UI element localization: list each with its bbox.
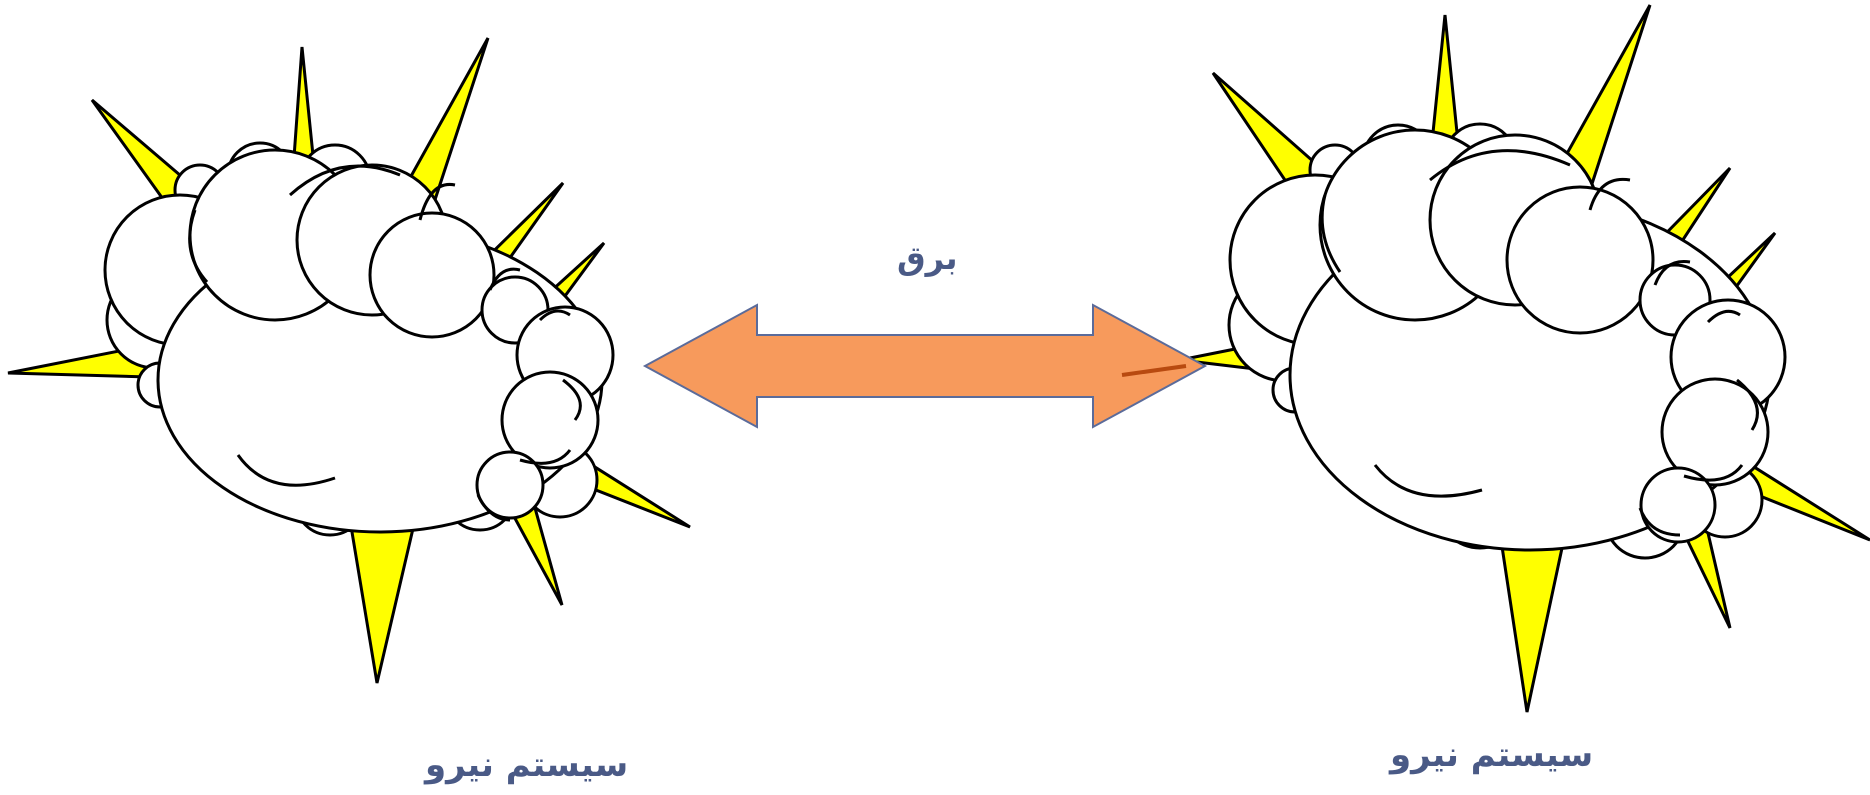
right-system-label: سیستم نیرو <box>1390 735 1594 775</box>
arrow-shape <box>642 303 1208 429</box>
right-cloud <box>1227 122 1787 560</box>
left-cloud-creases <box>188 164 582 522</box>
double-headed-arrow-icon <box>642 303 1208 429</box>
right-explosion-cloud-icon <box>1179 4 1870 713</box>
left-explosion-cloud-icon <box>7 37 691 684</box>
arrow-label: برق <box>897 239 958 277</box>
left-cloud <box>103 141 615 537</box>
spike-overlap-mark <box>1121 364 1187 377</box>
right-cloud-creases <box>1320 149 1759 537</box>
left-system-label: سیستم نیرو <box>425 745 629 785</box>
